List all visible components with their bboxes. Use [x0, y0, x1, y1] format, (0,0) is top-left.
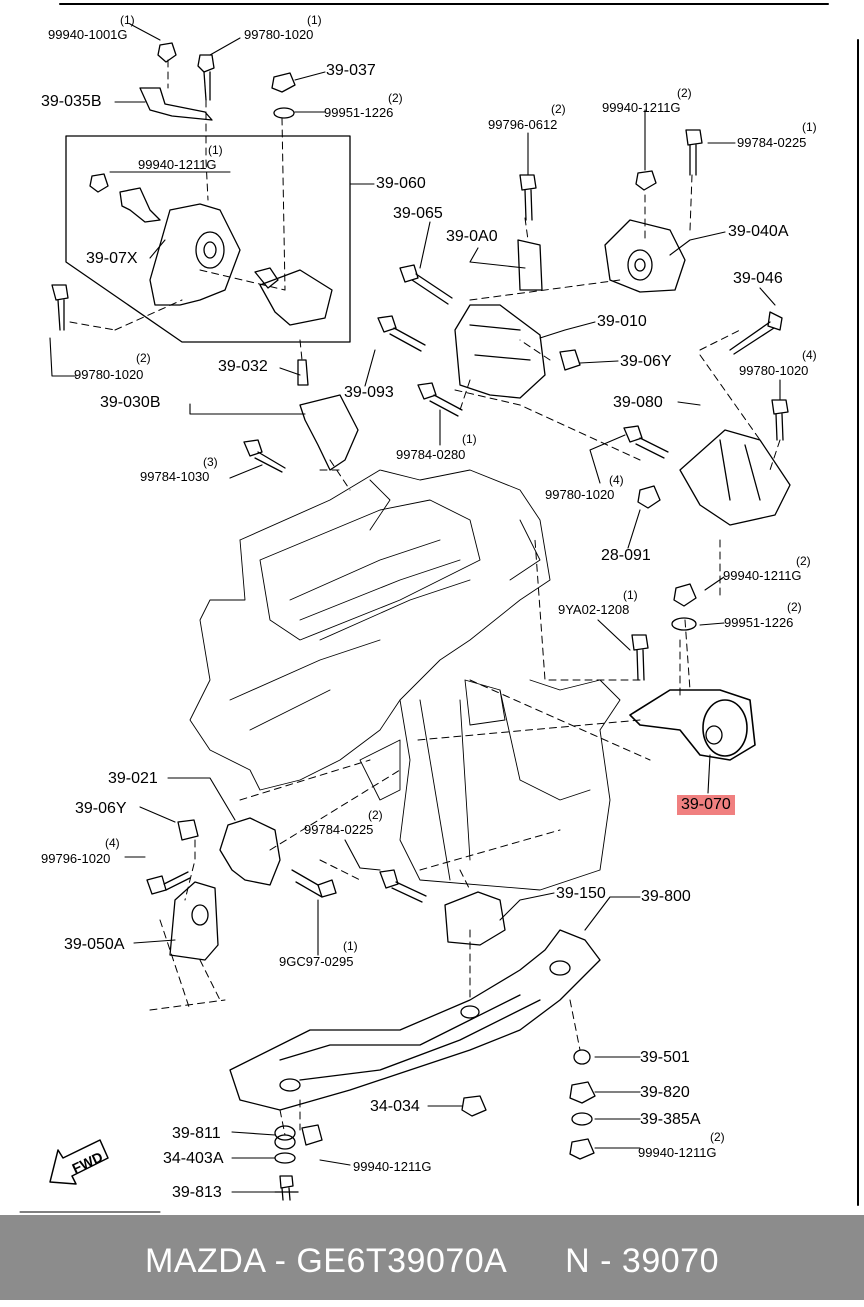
part-number-label: 9GC97-0295	[279, 954, 354, 969]
qty-label: (2)	[796, 554, 811, 568]
qty-label: (4)	[105, 836, 120, 850]
qty-label: (1)	[462, 432, 477, 446]
parts-diagram: FWD (1) 99940-1001G (1) 99780-1020 39-03…	[0, 0, 864, 1215]
part-number-label: 99784-0225	[304, 822, 374, 837]
part-number-label: 28-091	[601, 547, 651, 564]
part-number-label: 39-150	[556, 885, 606, 902]
part-number-label: 39-021	[108, 770, 158, 787]
part-number-label: 99784-0280	[396, 447, 466, 462]
part-number-label: 39-385A	[640, 1111, 701, 1128]
component-shapes	[52, 43, 790, 1200]
caption-text: MAZDA - GE6T39070A N - 39070	[145, 1242, 719, 1280]
qty-label: (2)	[551, 102, 566, 116]
part-number-label: 99780-1020	[74, 367, 144, 382]
part-number-label: 39-050A	[64, 936, 125, 953]
engine-outline	[190, 470, 620, 890]
qty-label: (1)	[802, 120, 817, 134]
part-number-label: 39-06Y	[75, 800, 127, 817]
part-number-label: 39-030B	[100, 394, 161, 411]
part-number-label: 99940-1211G	[723, 568, 802, 583]
qty-label: (1)	[623, 588, 638, 602]
part-number-label: 39-060	[376, 175, 426, 192]
part-number-label: 39-046	[733, 270, 783, 287]
part-number-label: 99784-0225	[737, 135, 807, 150]
part-number-label: 99796-0612	[488, 117, 558, 132]
part-number-label: 99780-1020	[545, 487, 615, 502]
part-number-label: 39-813	[172, 1184, 222, 1201]
qty-label: (4)	[802, 348, 817, 362]
part-number-label: 39-811	[172, 1125, 221, 1142]
part-number-label: 39-06Y	[620, 353, 672, 370]
qty-label: (2)	[677, 86, 692, 100]
part-number-label: 39-035B	[41, 93, 102, 110]
part-number-label: 39-800	[641, 888, 691, 905]
qty-label: (2)	[136, 351, 151, 365]
part-number-label: 9YA02-1208	[558, 602, 630, 617]
engine-mount-exploded-view: FWD	[0, 0, 864, 1215]
qty-label: (2)	[787, 600, 802, 614]
qty-label: (1)	[307, 13, 322, 27]
part-number-label: 39-032	[218, 358, 268, 375]
qty-label: (2)	[368, 808, 383, 822]
part-number-label: 34-403A	[163, 1150, 224, 1167]
part-number-label: 99940-1211G	[353, 1159, 432, 1174]
part-number-label: 99796-1020	[41, 851, 111, 866]
part-number-label: 39-07X	[86, 250, 138, 267]
part-number-label: 39-0A0	[446, 228, 498, 245]
qty-label: (1)	[343, 939, 358, 953]
qty-label: (3)	[203, 455, 218, 469]
part-number-label: 99940-1211G	[638, 1145, 717, 1160]
part-number-label: 99951-1226	[324, 105, 394, 120]
qty-label: (4)	[609, 473, 624, 487]
part-number-label: 99780-1020	[739, 363, 809, 378]
part-number-label: 39-065	[393, 205, 443, 222]
part-number-label: 39-080	[613, 394, 663, 411]
part-number-label: 39-037	[326, 62, 376, 79]
part-number-label: 99940-1001G	[48, 27, 128, 42]
qty-label: (1)	[208, 143, 223, 157]
fwd-arrow-icon: FWD	[50, 1140, 108, 1184]
caption-bar: MAZDA - GE6T39070A N - 39070	[0, 1215, 864, 1300]
part-number-label: 99940-1211G	[602, 100, 681, 115]
part-number-label: 99940-1211G	[138, 157, 217, 172]
part-number-label: 34-034	[370, 1098, 420, 1115]
part-number-label: 39-501	[640, 1049, 690, 1066]
part-number-label: 39-820	[640, 1084, 690, 1101]
part-number-label: 99784-1030	[140, 469, 210, 484]
highlighted-part-label: 39-070	[677, 795, 735, 815]
part-number-label: 99780-1020	[244, 27, 314, 42]
part-number-label: 39-040A	[728, 223, 789, 240]
qty-label: (2)	[388, 91, 403, 105]
part-number-label: 39-093	[344, 384, 394, 401]
part-number-label: 99951-1226	[724, 615, 794, 630]
part-number-label: 39-010	[597, 313, 647, 330]
qty-label: (2)	[710, 1130, 725, 1144]
qty-label: (1)	[120, 13, 135, 27]
